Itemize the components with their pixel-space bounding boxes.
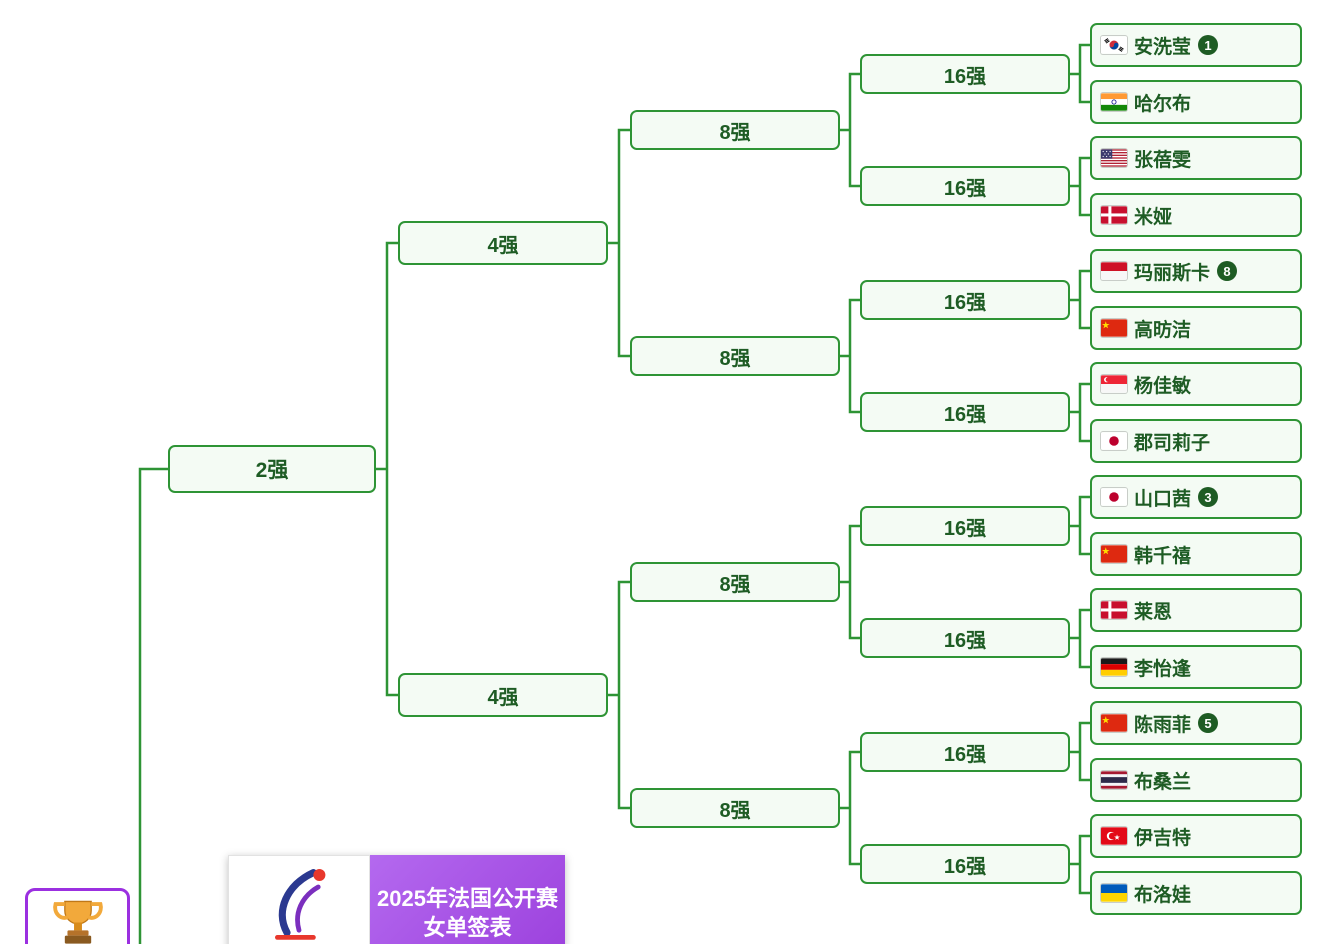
round-box-quarterfinal: 8强	[630, 336, 840, 376]
flag-us-icon	[1101, 149, 1127, 167]
player-box: 张蓓雯	[1090, 136, 1302, 180]
round-box-r16: 16强	[860, 618, 1070, 658]
seed-badge: 3	[1198, 487, 1219, 507]
round-box-r16: 16强	[860, 54, 1070, 94]
seed-badge: 8	[1217, 261, 1238, 281]
player-name: 伊吉特	[1134, 827, 1192, 849]
round-label: 16强	[943, 517, 987, 540]
round-box-semifinal: 4强	[398, 221, 608, 265]
round-label: 16强	[943, 743, 987, 766]
player-box: 布洛娃	[1090, 871, 1302, 915]
player-box: 山口茜 3	[1090, 475, 1302, 519]
flag-dk-icon	[1101, 601, 1127, 619]
player-box: 郡司莉子	[1090, 419, 1302, 463]
player-box: 伊吉特	[1090, 814, 1302, 858]
round-label: 4强	[487, 686, 519, 709]
flag-th-icon	[1101, 771, 1127, 789]
flag-sg-icon	[1101, 375, 1127, 393]
round-label: 16强	[943, 403, 987, 426]
banner-title-line2: 女单签表	[423, 914, 512, 940]
event-logo-icon	[228, 855, 370, 944]
trophy-icon	[49, 896, 107, 944]
player-name: 玛丽斯卡	[1134, 262, 1211, 284]
round-box-semifinal: 4强	[398, 673, 608, 717]
round-box-r16: 16强	[860, 392, 1070, 432]
player-box: 玛丽斯卡 8	[1090, 249, 1302, 293]
round-label: 8强	[719, 573, 751, 596]
player-box: 米娅	[1090, 193, 1302, 237]
player-name: 山口茜	[1134, 488, 1192, 510]
round-label: 4强	[487, 234, 519, 257]
flag-jp-icon	[1101, 488, 1127, 506]
player-box: 李怡逢	[1090, 645, 1302, 689]
round-label: 8强	[719, 347, 751, 370]
flag-id-icon	[1101, 262, 1127, 280]
round-box-quarterfinal: 8强	[630, 110, 840, 150]
player-name: 安洗莹	[1134, 36, 1192, 58]
flag-cn-icon	[1101, 319, 1127, 337]
player-box: 高昉洁	[1090, 306, 1302, 350]
round-label: 16强	[943, 855, 987, 878]
round-label: 16强	[943, 629, 987, 652]
flag-in-icon	[1101, 93, 1127, 111]
player-box: 哈尔布	[1090, 80, 1302, 124]
player-name: 张蓓雯	[1134, 149, 1192, 171]
champion-box	[25, 888, 130, 944]
round-box-quarterfinal: 8强	[630, 562, 840, 602]
banner-title: 2025年法国公开赛 女单签表	[370, 855, 565, 944]
round-label: 16强	[943, 177, 987, 200]
round-box-quarterfinal: 8强	[630, 788, 840, 828]
round-label: 8强	[719, 799, 751, 822]
player-name: 郡司莉子	[1134, 432, 1211, 454]
player-box: 韩千禧	[1090, 532, 1302, 576]
round-box-r16: 16强	[860, 732, 1070, 772]
player-name: 莱恩	[1134, 601, 1173, 623]
flag-tr-icon	[1101, 827, 1127, 845]
player-box: 布桑兰	[1090, 758, 1302, 802]
seed-badge: 1	[1198, 35, 1219, 55]
round-box-r16: 16强	[860, 166, 1070, 206]
round-box-final: 2强	[168, 445, 376, 493]
round-label: 16强	[943, 291, 987, 314]
round-label: 2强	[255, 459, 289, 482]
player-box: 陈雨菲 5	[1090, 701, 1302, 745]
player-name: 哈尔布	[1134, 93, 1192, 115]
flag-cn-icon	[1101, 714, 1127, 732]
flag-kr-icon	[1101, 36, 1127, 54]
player-name: 陈雨菲	[1134, 714, 1192, 736]
player-name: 布桑兰	[1134, 771, 1192, 793]
banner-title-line1: 2025年法国公开赛	[377, 886, 558, 911]
seed-badge: 5	[1198, 713, 1219, 733]
player-name: 米娅	[1134, 206, 1173, 228]
player-name: 布洛娃	[1134, 884, 1192, 906]
round-box-r16: 16强	[860, 844, 1070, 884]
flag-ua-icon	[1101, 884, 1127, 902]
flag-jp-icon	[1101, 432, 1127, 450]
flag-de-icon	[1101, 658, 1127, 676]
player-name: 杨佳敏	[1134, 375, 1192, 397]
flag-dk-icon	[1101, 206, 1127, 224]
event-banner: 2025年法国公开赛 女单签表	[228, 855, 565, 944]
player-box: 安洗莹 1	[1090, 23, 1302, 67]
flag-cn-icon	[1101, 545, 1127, 563]
player-name: 高昉洁	[1134, 319, 1192, 341]
player-name: 韩千禧	[1134, 545, 1192, 567]
round-box-r16: 16强	[860, 280, 1070, 320]
round-label: 8强	[719, 121, 751, 144]
round-box-r16: 16强	[860, 506, 1070, 546]
round-label: 16强	[943, 65, 987, 88]
player-box: 莱恩	[1090, 588, 1302, 632]
player-box: 杨佳敏	[1090, 362, 1302, 406]
player-name: 李怡逢	[1134, 658, 1192, 680]
